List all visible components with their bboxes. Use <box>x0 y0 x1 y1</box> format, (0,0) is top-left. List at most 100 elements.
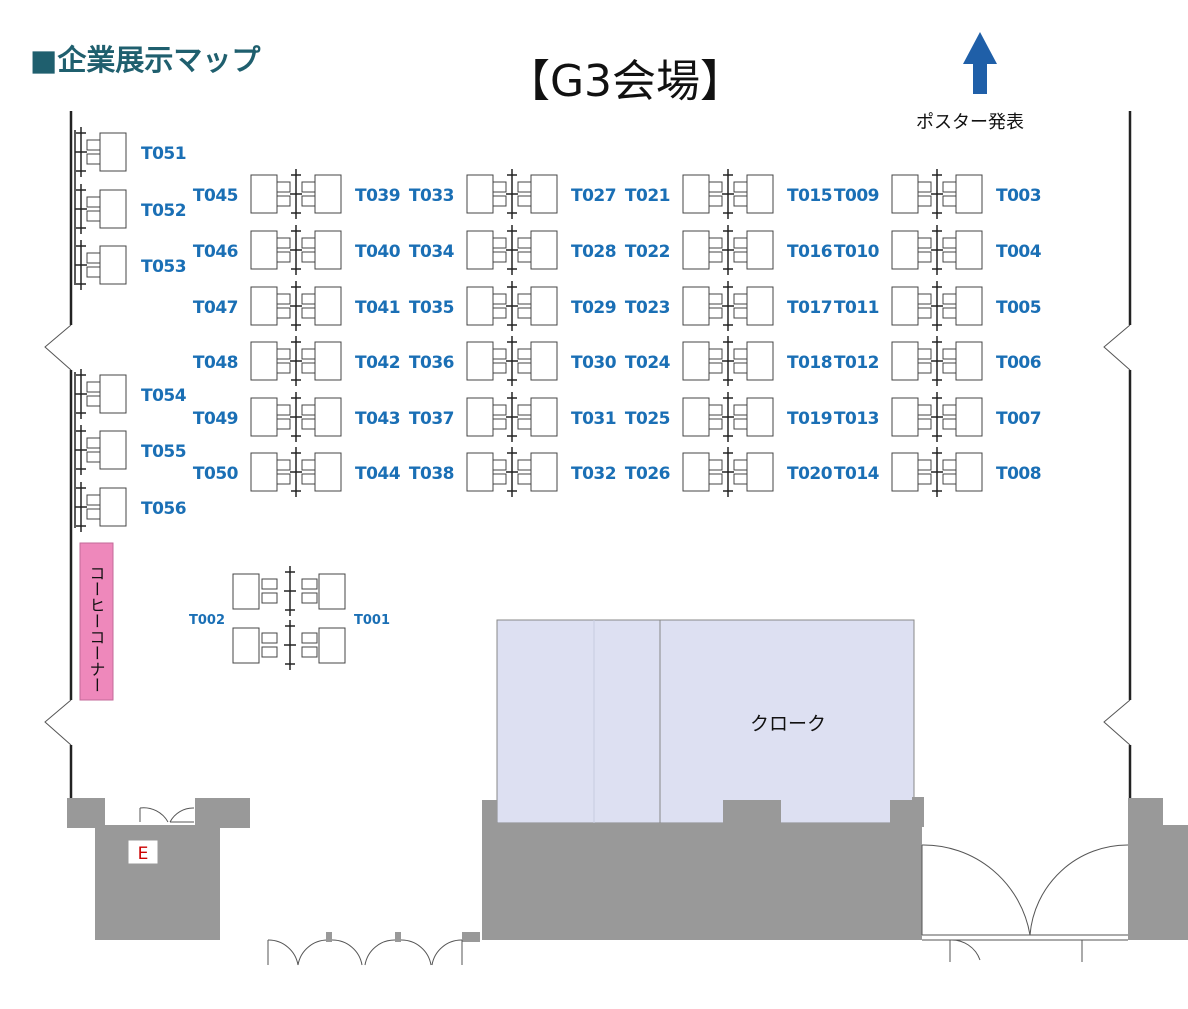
booth-label: T038 <box>409 464 454 484</box>
table-shape <box>99 374 127 414</box>
table-shape <box>891 452 919 492</box>
chair-shape <box>517 293 532 305</box>
chair-shape <box>917 181 932 193</box>
booth-T003[interactable]: T003 <box>942 174 1042 214</box>
chair-shape <box>733 251 748 263</box>
booth-label: T017 <box>787 298 832 318</box>
booth-label: T015 <box>787 186 832 206</box>
booth-label: T036 <box>409 353 454 373</box>
booth-T028[interactable]: T028 <box>517 230 617 270</box>
booth-T029[interactable]: T029 <box>517 286 617 326</box>
chair-shape <box>492 418 507 430</box>
booth-T012[interactable]: T012 <box>834 341 932 381</box>
booth-T018[interactable]: T018 <box>733 341 833 381</box>
booth-T031[interactable]: T031 <box>517 397 617 437</box>
booth-T043[interactable]: T043 <box>301 397 401 437</box>
chair-shape <box>492 362 507 374</box>
booth-label: T030 <box>571 353 617 373</box>
booth-T001[interactable]: T001 <box>354 613 390 628</box>
booth-label: T035 <box>409 298 454 318</box>
table-shape <box>530 174 558 214</box>
table-shape <box>891 230 919 270</box>
booth-T050[interactable]: T050 <box>193 452 291 492</box>
booth-T041[interactable]: T041 <box>301 286 401 326</box>
booth-T008[interactable]: T008 <box>942 452 1042 492</box>
booth-T013[interactable]: T013 <box>834 397 932 437</box>
booth-T023[interactable]: T023 <box>625 286 723 326</box>
booth-T017[interactable]: T017 <box>733 286 833 326</box>
chair-shape <box>301 362 316 374</box>
booth-T053[interactable]: T053 <box>86 245 187 285</box>
chair-shape <box>733 181 748 193</box>
booth-T056[interactable]: T056 <box>86 487 187 527</box>
booth-T055[interactable]: T055 <box>86 430 187 470</box>
booth-label: T007 <box>996 409 1041 429</box>
booth-T032[interactable]: T032 <box>517 452 617 492</box>
chair-shape <box>276 293 291 305</box>
poster-label: ポスター発表 <box>916 112 1024 133</box>
booth-T054[interactable]: T054 <box>86 374 187 414</box>
booth-T002[interactable]: T002 <box>189 613 225 628</box>
booth-T038[interactable]: T038 <box>409 452 507 492</box>
booth-T040[interactable]: T040 <box>301 230 401 270</box>
booth-label: T029 <box>571 298 616 318</box>
chair-shape <box>301 459 316 471</box>
chair-shape <box>301 293 316 305</box>
chair-shape <box>708 362 723 374</box>
booth-T046[interactable]: T046 <box>193 230 291 270</box>
booth-T020[interactable]: T020 <box>733 452 833 492</box>
booth-label: T049 <box>193 409 238 429</box>
booth-T011[interactable]: T011 <box>834 286 932 326</box>
booth-T021[interactable]: T021 <box>625 174 723 214</box>
booth-T035[interactable]: T035 <box>409 286 507 326</box>
booth-T009[interactable]: T009 <box>834 174 932 214</box>
booth-T007[interactable]: T007 <box>942 397 1042 437</box>
booth-T033[interactable]: T033 <box>409 174 507 214</box>
booth-T039[interactable]: T039 <box>301 174 401 214</box>
booth-T026[interactable]: T026 <box>625 452 723 492</box>
bottom-structures <box>67 797 1188 940</box>
door-swings <box>139 807 1129 966</box>
booth-T016[interactable]: T016 <box>733 230 833 270</box>
booth-T052[interactable]: T052 <box>86 189 187 229</box>
booth-label: T004 <box>996 242 1042 262</box>
booth-T045[interactable]: T045 <box>193 174 291 214</box>
booth-T048[interactable]: T048 <box>193 341 291 381</box>
chair-shape <box>942 237 957 249</box>
booth-label: T010 <box>834 242 880 262</box>
chair-shape <box>492 307 507 319</box>
table-shape <box>891 397 919 437</box>
booth-T044[interactable]: T044 <box>301 452 401 492</box>
booth-T030[interactable]: T030 <box>517 341 617 381</box>
chair-shape <box>942 473 957 485</box>
coffee-corner <box>79 542 114 701</box>
table-shape <box>99 132 127 172</box>
booth-T015[interactable]: T015 <box>733 174 833 214</box>
chair-shape <box>708 473 723 485</box>
chair-shape <box>733 473 748 485</box>
booth-T037[interactable]: T037 <box>409 397 507 437</box>
booth-T022[interactable]: T022 <box>625 230 723 270</box>
booth-T025[interactable]: T025 <box>625 397 723 437</box>
booth-label: T003 <box>996 186 1041 206</box>
booth-T027[interactable]: T027 <box>517 174 617 214</box>
booth-T006[interactable]: T006 <box>942 341 1042 381</box>
booth-T049[interactable]: T049 <box>193 397 291 437</box>
booth-T024[interactable]: T024 <box>625 341 723 381</box>
booth-T014[interactable]: T014 <box>834 452 932 492</box>
booth-T004[interactable]: T004 <box>942 230 1042 270</box>
booth-T047[interactable]: T047 <box>193 286 291 326</box>
booth-label: T043 <box>355 409 400 429</box>
booth-T042[interactable]: T042 <box>301 341 401 381</box>
booth-T051[interactable]: T051 <box>86 132 187 172</box>
chair-shape <box>492 195 507 207</box>
booth-T005[interactable]: T005 <box>942 286 1042 326</box>
booth-T034[interactable]: T034 <box>409 230 507 270</box>
table-shape <box>99 189 127 229</box>
booth-T010[interactable]: T010 <box>834 230 932 270</box>
table-shape <box>530 341 558 381</box>
booth-T019[interactable]: T019 <box>733 397 833 437</box>
booth-T036[interactable]: T036 <box>409 341 507 381</box>
chair-shape <box>276 404 291 416</box>
chair-shape <box>517 404 532 416</box>
